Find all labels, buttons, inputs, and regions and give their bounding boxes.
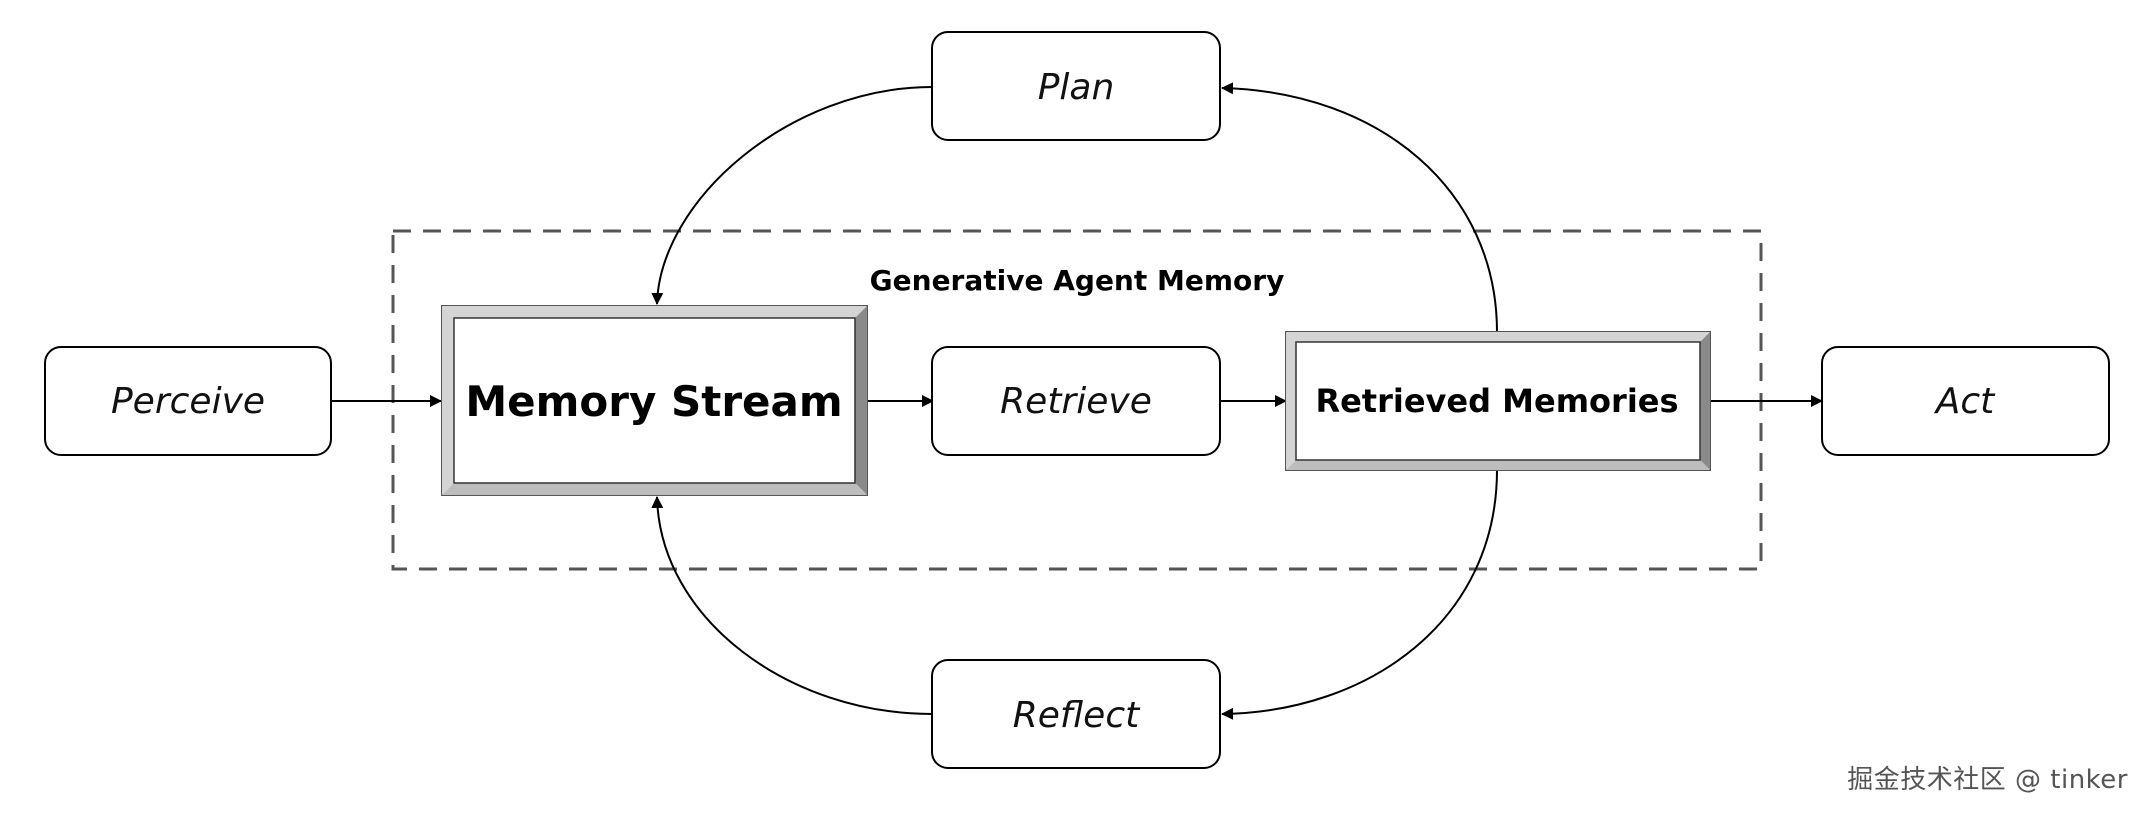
edges	[331, 82, 1823, 720]
retrieved-memories-label: Retrieved Memories	[1315, 382, 1678, 420]
memory-stream-bevel-right	[855, 306, 867, 495]
retrieved-memories-bevel-right	[1700, 332, 1710, 470]
watermark: 掘金技术社区 @ tinker	[1847, 765, 2128, 795]
node-perceive: Perceive	[44, 346, 332, 456]
retrieved-memories-bevel-left	[1286, 332, 1296, 470]
perceive-box	[44, 346, 332, 456]
memory-stream-label: Memory Stream	[465, 377, 842, 426]
retrieved-memories-bevel-top	[1286, 332, 1710, 342]
plan-box	[931, 31, 1221, 141]
edge-plan-to-memory-stream	[651, 86, 933, 305]
act-box	[1821, 346, 2110, 456]
reflect-label: Reflect	[1013, 695, 1141, 736]
group-title: Generative Agent Memory	[870, 264, 1285, 297]
memory-stream-bevel-bottom	[442, 483, 867, 495]
edge-retrieved-memories-to-reflect	[1221, 469, 1498, 720]
memory-stream-bevel-top	[442, 306, 867, 318]
edge-retrieved-memories-to-plan	[1221, 82, 1498, 333]
retrieve-box	[931, 346, 1221, 456]
memory-stream-store: Memory Stream	[441, 305, 868, 496]
memory-stream-bevel-left	[442, 306, 454, 495]
act-label: Act	[1934, 381, 1996, 422]
node-reflect: Reflect	[931, 659, 1221, 769]
retrieved-memories-bevel-bottom	[1286, 460, 1710, 470]
retrieved-memories-face	[1295, 341, 1701, 461]
edge-reflect-to-memory-stream	[651, 496, 933, 715]
retrieve-label: Retrieve	[1000, 381, 1152, 422]
plan-label: Plan	[1038, 67, 1115, 108]
node-plan: Plan	[931, 31, 1221, 141]
reflect-box	[931, 659, 1221, 769]
node-retrieve: Retrieve	[931, 346, 1221, 456]
perceive-label: Perceive	[111, 381, 265, 422]
retrieved-memories-store: Retrieved Memories	[1285, 331, 1711, 471]
memory-stream-face	[453, 317, 856, 484]
node-act: Act	[1821, 346, 2110, 456]
